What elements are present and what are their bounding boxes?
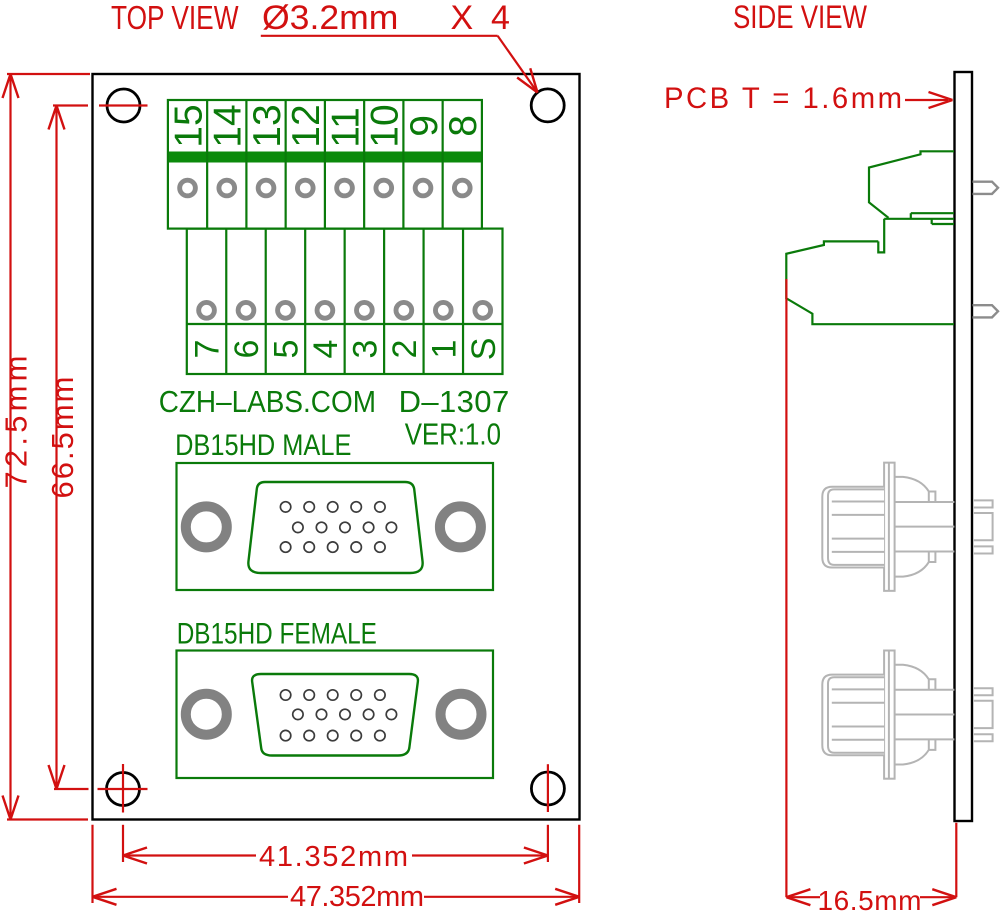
- svg-text:S: S: [465, 338, 503, 361]
- svg-text:DB15HD FEMALE: DB15HD FEMALE: [177, 618, 377, 651]
- svg-text:D–1307: D–1307: [399, 384, 510, 419]
- svg-text:13: 13: [246, 104, 289, 147]
- svg-text:8: 8: [442, 115, 485, 137]
- svg-text:VER:1.0: VER:1.0: [405, 417, 501, 452]
- svg-text:7: 7: [189, 340, 227, 359]
- svg-text:11: 11: [324, 107, 367, 148]
- svg-text:16.5mm: 16.5mm: [818, 885, 922, 913]
- svg-text:9: 9: [403, 115, 446, 137]
- svg-text:41.352mm: 41.352mm: [259, 841, 408, 873]
- svg-text:2: 2: [386, 340, 424, 359]
- svg-text:PCB T = 1.6mm: PCB T = 1.6mm: [664, 82, 902, 115]
- svg-text:CZH–LABS.COM: CZH–LABS.COM: [159, 384, 376, 419]
- svg-text:66.5mm: 66.5mm: [45, 377, 80, 499]
- svg-text:Ø3.2mm: Ø3.2mm: [262, 0, 398, 37]
- svg-text:47.352mm: 47.352mm: [290, 881, 424, 913]
- svg-text:12: 12: [285, 104, 328, 147]
- svg-text:1: 1: [426, 340, 464, 359]
- svg-text:14: 14: [207, 104, 250, 147]
- svg-text:6: 6: [228, 340, 266, 359]
- svg-text:TOP VIEW: TOP VIEW: [111, 0, 239, 37]
- svg-text:4: 4: [307, 340, 345, 359]
- svg-text:3: 3: [347, 340, 385, 359]
- svg-text:X: X: [451, 0, 474, 37]
- svg-text:SIDE VIEW: SIDE VIEW: [733, 0, 868, 35]
- svg-text:DB15HD MALE: DB15HD MALE: [175, 429, 351, 462]
- svg-text:5: 5: [268, 340, 306, 359]
- svg-text:4: 4: [491, 0, 510, 37]
- svg-text:15: 15: [167, 104, 210, 147]
- svg-text:72.5mm: 72.5mm: [0, 356, 34, 489]
- svg-text:10: 10: [364, 104, 407, 147]
